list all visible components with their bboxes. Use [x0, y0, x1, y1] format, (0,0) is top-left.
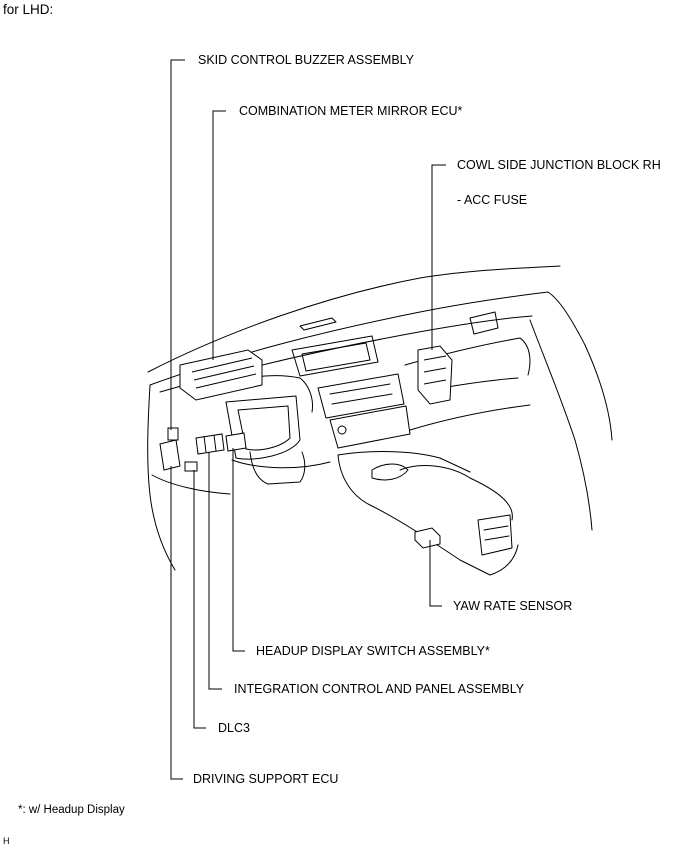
- passenger-vent: [469, 311, 499, 335]
- integration-control-panel: [195, 433, 225, 455]
- cluster-face: [225, 395, 301, 460]
- footnote: *: w/ Headup Display: [18, 804, 125, 816]
- left-lower-edge: [151, 474, 231, 495]
- yaw-rate-sensor: [414, 527, 441, 549]
- page-heading: for LHD:: [3, 2, 54, 17]
- label-driving-support-ecu: DRIVING SUPPORT ECU: [193, 772, 339, 786]
- console-body: [369, 504, 519, 576]
- corner-mark: H: [3, 836, 10, 846]
- leader-cowl-side: [431, 164, 446, 350]
- leader-skid-control: [170, 59, 185, 430]
- defroster-vent: [299, 317, 337, 331]
- combination-meter-mirror-ecu: [179, 349, 263, 401]
- leader-combination-meter: [212, 110, 226, 360]
- center-display-inner: [301, 342, 371, 372]
- door-edge: [529, 319, 593, 531]
- label-integration-control-panel: INTEGRATION CONTROL AND PANEL ASSEMBLY: [234, 682, 525, 696]
- console-lines: [483, 525, 510, 541]
- leader-yaw-rate: [429, 540, 442, 607]
- leader-dlc3: [193, 470, 206, 729]
- driving-support-ecu: [159, 439, 181, 471]
- steering-column: [249, 451, 306, 485]
- console-shifter: [371, 463, 409, 481]
- center-stack-upper: [317, 373, 405, 419]
- center-knob: [337, 425, 347, 435]
- console-top: [337, 451, 471, 473]
- leader-driving-support: [170, 466, 183, 780]
- center-display: [291, 335, 379, 377]
- cowl-side-junction-block: [417, 345, 453, 405]
- headup-display-switch: [225, 432, 247, 452]
- label-combination-meter-mirror-ecu: COMBINATION METER MIRROR ECU*: [239, 104, 463, 118]
- cluster-inner: [237, 405, 291, 451]
- console-side-left: [337, 454, 371, 506]
- dlc3-connector: [184, 461, 198, 472]
- center-stack-panel: [329, 405, 411, 449]
- windshield-line: [147, 265, 561, 373]
- dash-bottom-pass: [409, 404, 531, 431]
- leader-headup-switch: [232, 448, 245, 652]
- console-panel: [477, 514, 513, 556]
- label-yaw-rate-sensor: YAW RATE SENSOR: [453, 599, 573, 613]
- dash-left-end: [147, 384, 176, 571]
- console-armrest: [399, 465, 513, 521]
- lower-dash: [231, 459, 331, 469]
- right-pillar: [547, 291, 613, 441]
- label-acc-fuse: - ACC FUSE: [457, 193, 528, 207]
- label-skid-control-buzzer: SKID CONTROL BUZZER ASSEMBLY: [198, 53, 415, 67]
- ecu-ribs: [191, 357, 257, 389]
- center-stack-vents: [329, 383, 393, 405]
- label-headup-display-switch: HEADUP DISPLAY SWITCH ASSEMBLY*: [256, 644, 490, 658]
- skid-control-buzzer: [167, 427, 179, 441]
- label-dlc3: DLC3: [218, 721, 250, 735]
- label-cowl-side-junction-block: COWL SIDE JUNCTION BLOCK RH: [457, 158, 661, 172]
- leader-integration: [208, 452, 222, 690]
